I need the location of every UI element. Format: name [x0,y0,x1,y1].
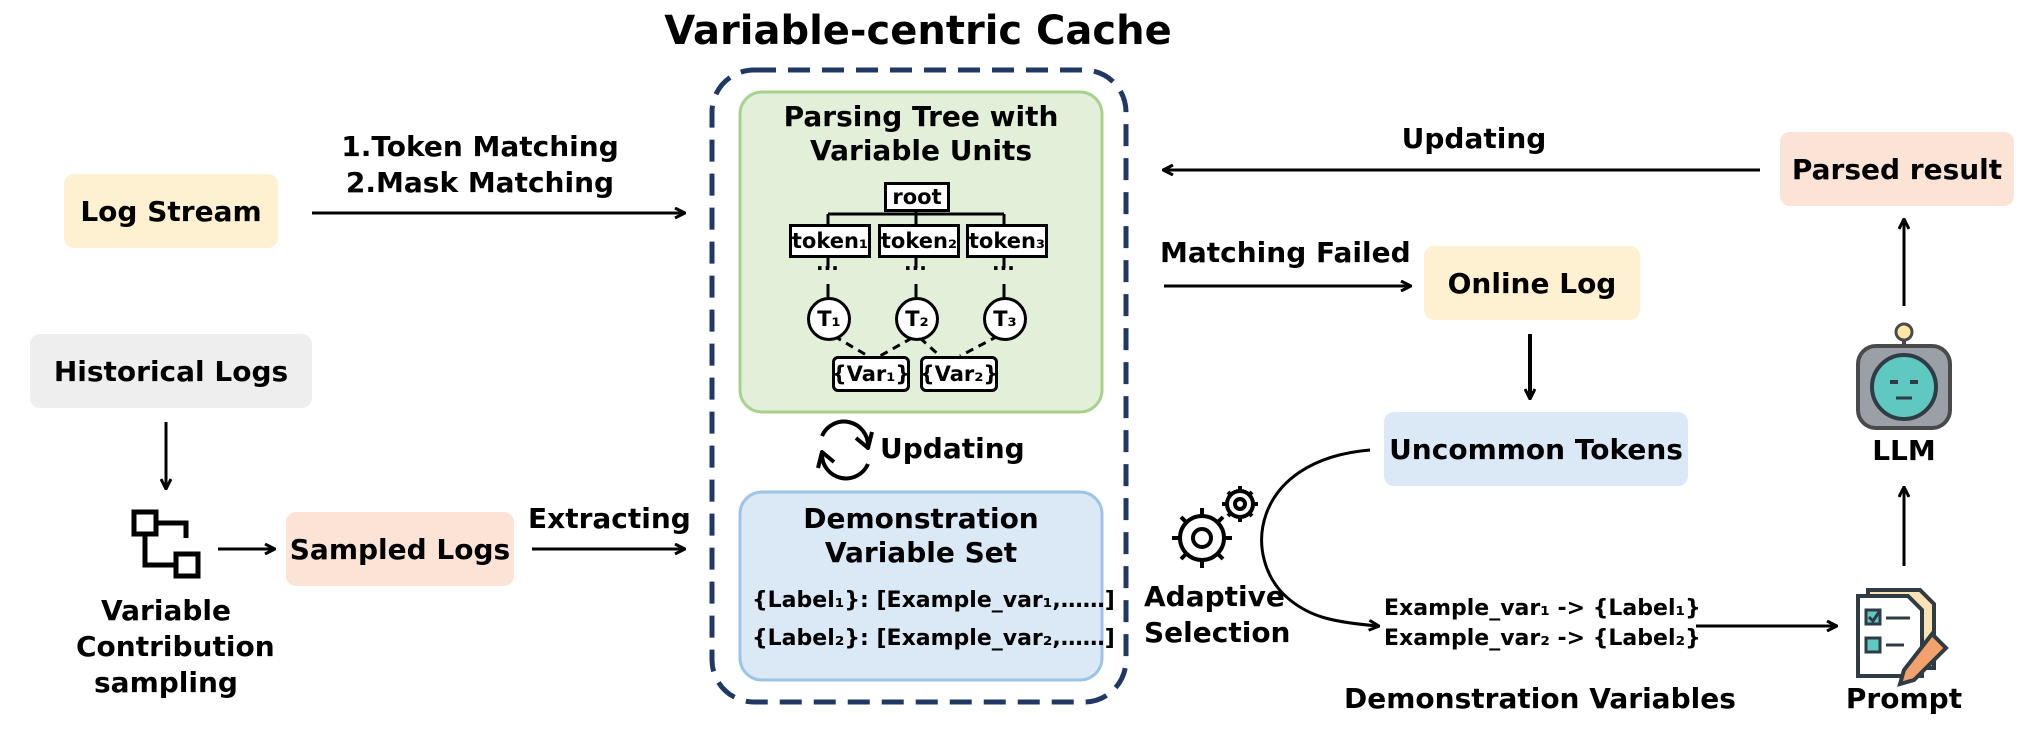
tree-dashed-edges [833,334,999,358]
gear-icon [1172,486,1258,568]
log-stream-box: Log Stream [64,174,278,248]
demo-variables-label: Demonstration Variables [1344,682,1736,715]
sampling-icon [131,509,201,579]
template-node: T₁ [807,297,851,341]
updating-back-label: Updating [1401,122,1547,155]
uncommon-tokens-box: Uncommon Tokens [1384,412,1688,486]
demo-set-panel [738,490,1104,682]
llm-label: LLM [1872,434,1936,467]
sampling-label-line1: Variable [101,594,231,627]
sampling-label-line2: Contribution [76,630,275,663]
demo-set-title-line1: Demonstration [803,502,1039,535]
tree-ellipsis: ··· [816,256,839,280]
adaptive-selection-line1: Adaptive [1144,580,1285,613]
demo-set-row: {Label₂}: [Example_var₂,……] [752,626,1115,651]
cache-updating-label: Updating [880,432,1025,465]
prompt-label: Prompt [1845,682,1963,715]
robot-icon [1856,322,1952,430]
cache-title: Variable-centric Cache [664,8,1172,54]
token-matching-label: 1.Token Matching [341,130,619,163]
extracting-label: Extracting [528,502,691,535]
historical-logs-box: Historical Logs [30,334,312,408]
sampling-label-line3: sampling [94,666,238,699]
demo-set-row: {Label₁}: [Example_var₁,……] [752,588,1115,613]
tree-token-node: token₂ [878,224,960,258]
variable-node: {Var₁} [832,356,910,392]
template-node: T₃ [983,297,1027,341]
tree-edges [826,208,1006,298]
matching-failed-label: Matching Failed [1160,236,1411,269]
tree-root-node: root [884,182,950,212]
demo-set-title-line2: Variable Set [824,536,1018,569]
tree-token-node: token₃ [966,224,1048,258]
demo-variable-line: Example_var₁ -> {Label₁} [1384,596,1701,621]
tree-token-node: token₁ [789,224,871,258]
adaptive-selection-line2: Selection [1144,616,1291,649]
mask-matching-label: 2.Mask Matching [345,166,615,199]
online-log-box: Online Log [1424,246,1640,320]
arrow-adaptive-curve [1260,448,1378,626]
template-node: T₂ [895,297,939,341]
prompt-icon [1856,588,1949,687]
refresh-icon [816,419,874,481]
parsing-tree-title-line1: Parsing Tree with [783,100,1059,133]
variable-node: {Var₂} [920,356,998,392]
parsing-tree-title-line2: Variable Units [809,134,1033,167]
tree-ellipsis: ··· [992,256,1015,280]
demo-variable-line: Example_var₂ -> {Label₂} [1384,626,1701,651]
tree-ellipsis: ··· [904,256,927,280]
parsed-result-box: Parsed result [1780,132,2014,206]
cache-frame [709,67,1129,705]
sampled-logs-box: Sampled Logs [286,512,514,586]
